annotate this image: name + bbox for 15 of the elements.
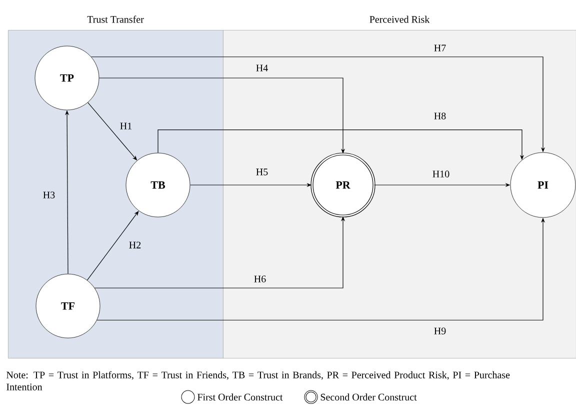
edge-label: H7: [434, 44, 446, 52]
node-label: Trust Transfer: [87, 16, 144, 23]
edge-label: H8: [434, 112, 446, 120]
note: Note: TP = Trust in Platforms, TF = Trust in Friends, TB = Trust in Brands, PR = Perceived Product Risk, PI = Purchase Intention: [6, 371, 510, 390]
edge-label: H9: [434, 328, 446, 334]
edge-label: H5: [256, 168, 268, 176]
edge-label: H3: [43, 192, 55, 198]
edge-label: H4: [256, 64, 268, 72]
edge-label: H2: [129, 242, 141, 248]
edge-label: H10: [432, 170, 450, 178]
legend-label: First Order Construct: [197, 393, 283, 401]
node-label: Perceived Risk: [370, 16, 430, 23]
edge-label: H1: [120, 122, 132, 130]
legend-label: Second Order Construct: [320, 393, 417, 401]
edge-label: H6: [254, 276, 266, 282]
